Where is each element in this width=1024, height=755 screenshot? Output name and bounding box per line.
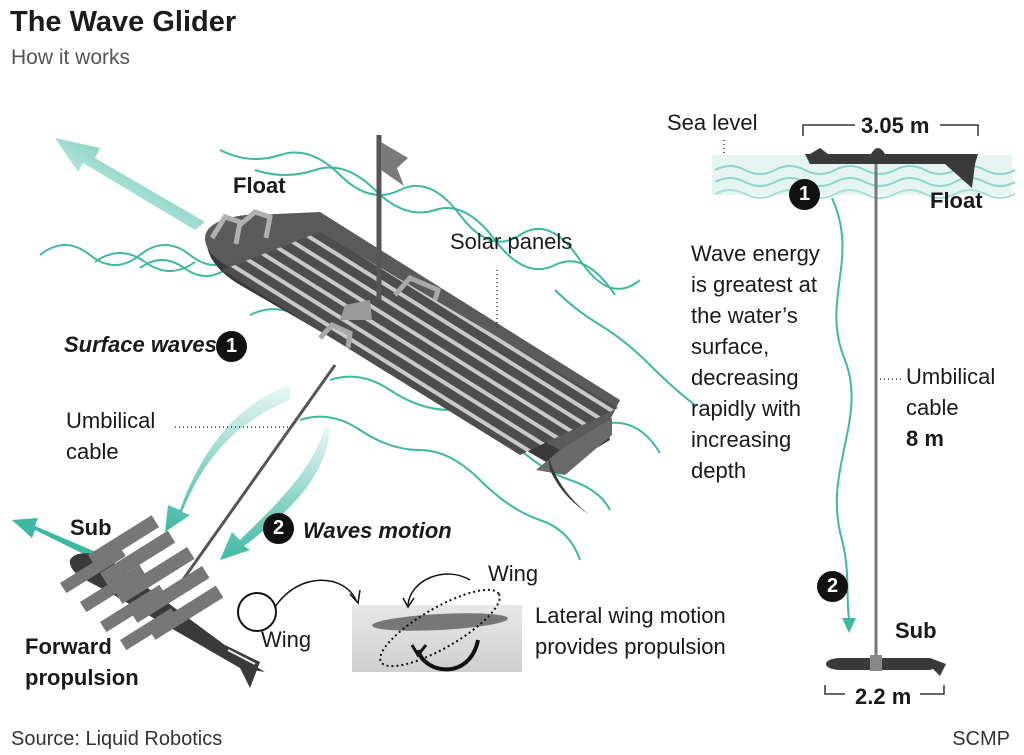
wing-detail-box: [352, 573, 522, 672]
sea-level-label: Sea level: [667, 110, 758, 135]
sub-body: [60, 515, 277, 688]
float-dimension: [802, 124, 979, 136]
sub-label: Sub: [70, 515, 112, 540]
step-badge-2: 2: [263, 513, 294, 544]
sub-length-label: 2.2 m: [855, 684, 912, 709]
float-hull: [205, 209, 620, 515]
side-umbilical-label: Umbilical cable 8 m: [906, 364, 996, 451]
wave-energy-arrowhead: [842, 618, 856, 633]
waves-motion-label: Waves motion: [303, 518, 452, 543]
wave-energy-curve: [831, 197, 853, 619]
side-step-badge-1: 1: [789, 179, 820, 210]
side-sub-label: Sub: [895, 618, 937, 643]
wave-energy-text: Wave energy is greatest at the water’s s…: [691, 241, 820, 483]
solar-panels-label: Solar panels: [450, 229, 573, 254]
source-credit: Source: Liquid Robotics: [11, 728, 223, 750]
surface-waves-label: Surface waves: [64, 332, 217, 357]
side-step-badge-2: 2: [817, 571, 848, 602]
wing-motion-caption: Lateral wing motion provides propulsion: [535, 603, 726, 659]
step-badge-1: 1: [216, 331, 247, 362]
wave-motion-arrows: [165, 385, 330, 560]
forward-propulsion-label: Forward propulsion: [25, 634, 139, 690]
side-sub: [826, 655, 946, 676]
wing-detail-label: Wing: [488, 561, 539, 586]
forward-arrow-float: [55, 138, 205, 230]
side-float: [805, 148, 978, 188]
page-subtitle: How it works: [11, 46, 131, 69]
side-float-label: Float: [930, 188, 983, 213]
wing-label: Wing: [261, 627, 312, 652]
umbilical-cable-label: Umbilical cable: [66, 408, 156, 464]
publisher-credit: SCMP: [952, 728, 1010, 750]
float-length-label: 3.05 m: [861, 113, 930, 138]
mast-flag: [376, 135, 408, 300]
page-title: The Wave Glider: [10, 6, 237, 38]
detail-pointer-arrow: [274, 579, 357, 608]
sub-dimension: [824, 685, 945, 695]
float-label: Float: [233, 173, 286, 198]
umbilical-cable-line: [168, 364, 337, 599]
